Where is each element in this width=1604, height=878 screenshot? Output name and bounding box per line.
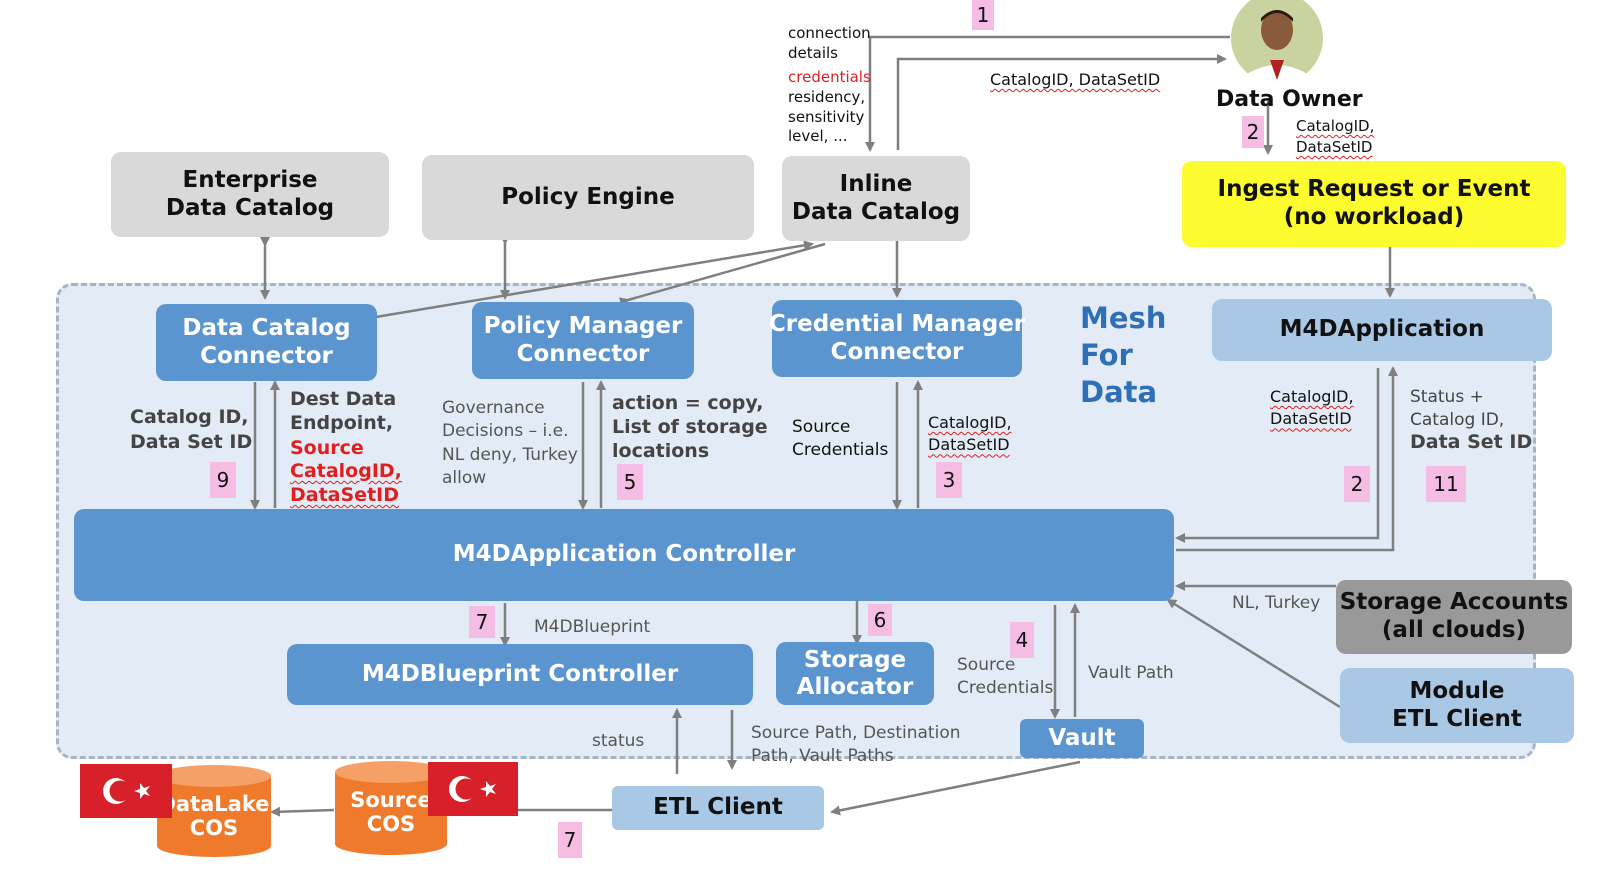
person-avatar-icon xyxy=(1230,0,1325,84)
datalake-cos-label: DataLake COS xyxy=(158,791,270,840)
vault-path-label: Vault Path xyxy=(1088,663,1174,683)
turkey-flag-icon xyxy=(428,762,518,816)
status-catalog-id-label: Status + Catalog ID, xyxy=(1410,387,1505,430)
action-copy-label: action = copy, List of storage locations xyxy=(612,392,768,462)
m4d-application-box: M4DApplication xyxy=(1212,299,1552,361)
m4d-blueprint-controller-box: M4DBlueprint Controller xyxy=(287,644,753,705)
source-catalog-ids-label: CatalogID, DataSetID xyxy=(290,460,402,506)
catalogid-datasetid-owner-label: CatalogID, DataSetID xyxy=(1296,117,1375,156)
datalake-cos-cylinder xyxy=(156,764,272,858)
step-6-badge: 6 xyxy=(868,604,892,636)
source-label: Source xyxy=(290,437,364,459)
storage-allocator-box: Storage Allocator xyxy=(776,642,934,705)
turkey-flag-icon xyxy=(80,764,172,818)
catalogid-datasetid-cred-label: CatalogID, DataSetID xyxy=(928,413,1012,455)
data-catalog-connector-box: Data Catalog Connector xyxy=(156,304,377,381)
policy-manager-connector-box: Policy Manager Connector xyxy=(472,302,694,379)
step-2-app-badge: 2 xyxy=(1344,466,1370,502)
mesh-for-data-title: Mesh For Data xyxy=(1080,301,1167,410)
inline-data-catalog-box: Inline Data Catalog xyxy=(782,156,970,241)
governance-decisions-label: Governance Decisions – i.e. NL deny, Tur… xyxy=(442,398,578,489)
dest-data-endpoint-label: Dest Data Endpoint, xyxy=(290,388,397,434)
m4d-application-controller-box: M4DApplication Controller xyxy=(74,509,1174,601)
etl-client-box: ETL Client xyxy=(612,786,824,830)
step-3-badge: 3 xyxy=(936,462,962,498)
connection-details-label: connection details xyxy=(788,24,871,62)
source-credentials-label: Source Credentials xyxy=(792,417,889,461)
step-7-blueprint-badge: 7 xyxy=(469,606,495,638)
source-cos-cylinder xyxy=(334,760,448,856)
source-cos-label: Source COS xyxy=(350,787,432,836)
credentials-label: credentials xyxy=(788,68,871,86)
enterprise-data-catalog-box: Enterprise Data Catalog xyxy=(111,152,389,237)
step-5-badge: 5 xyxy=(617,464,643,500)
data-owner-label: Data Owner xyxy=(1216,87,1363,112)
status-label: status xyxy=(592,731,645,751)
catalogid-datasetid-top-label: CatalogID, DataSetID xyxy=(990,70,1161,89)
policy-engine-box: Policy Engine xyxy=(422,155,754,240)
source-credentials-vault-label: Source Credentials xyxy=(957,655,1054,699)
vault-box: Vault xyxy=(1020,719,1144,758)
data-set-id-label: Data Set ID xyxy=(1410,431,1533,453)
nl-turkey-label: NL, Turkey xyxy=(1232,593,1321,613)
step-2-owner-badge: 2 xyxy=(1242,116,1264,148)
m4d-blueprint-label: M4DBlueprint xyxy=(534,617,651,637)
step-4-badge: 4 xyxy=(1010,622,1034,658)
residency-label: residency, sensitivity level, ... xyxy=(788,88,866,145)
catalogid-datasetid-app-label: CatalogID, DataSetID xyxy=(1270,387,1354,429)
storage-accounts-box: Storage Accounts (all clouds) xyxy=(1336,580,1572,654)
step-7-etl-badge: 7 xyxy=(558,822,582,858)
module-etl-client-box: Module ETL Client xyxy=(1340,668,1574,743)
step-9-badge: 9 xyxy=(210,462,236,498)
step-1-badge: 1 xyxy=(972,0,994,30)
credential-manager-connector-box: Credential Manager Connector xyxy=(769,300,1025,377)
ingest-request-box: Ingest Request or Event (no workload) xyxy=(1182,161,1566,247)
catalog-id-data-set-id-label: Catalog ID, Data Set ID xyxy=(130,406,253,453)
step-11-badge: 11 xyxy=(1426,466,1466,502)
source-path-label: Source Path, Destination Path, Vault Pat… xyxy=(751,723,961,767)
